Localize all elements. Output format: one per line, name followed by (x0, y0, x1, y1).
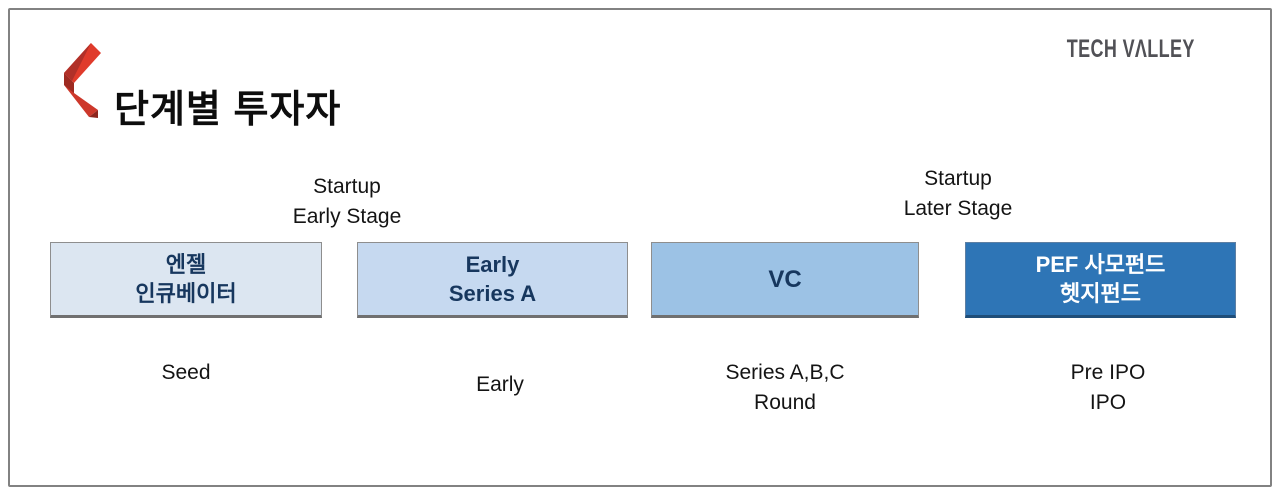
caption-line: Pre IPO (1070, 361, 1146, 384)
caption-line: IPO (1089, 391, 1127, 414)
annotation-line: Startup (313, 175, 381, 198)
caption-line: Series A,B,C (725, 361, 845, 384)
caption-line: Round (754, 391, 816, 414)
stage-box-vc: VC (651, 242, 919, 318)
stage-caption-series-abc-round: Series A,B,C Round (635, 358, 935, 418)
stage-box-label: Early (465, 252, 520, 277)
stage-box-label: 엔젤 (165, 252, 207, 277)
stage-caption-seed: Seed (36, 358, 336, 388)
red-folded-chevron-icon (64, 43, 101, 118)
stage-box-label: Series A (448, 281, 537, 306)
annotation-line: Early Stage (292, 205, 402, 228)
page-title: 단계별 투자자 (114, 89, 342, 131)
stage-box-pef-hedge-fund: PEF 사모펀드 헷지펀드 (965, 242, 1236, 318)
caption-line: Early (476, 373, 524, 396)
stage-box-label: PEF 사모펀드 (1035, 252, 1166, 277)
brand-logo-text: TECH VΛLLEY (1067, 35, 1195, 63)
stage-caption-early: Early (350, 370, 650, 400)
annotation-line: Later Stage (903, 197, 1013, 220)
annotation-startup-later-stage: Startup Later Stage (808, 164, 1108, 224)
stage-caption-pre-ipo: Pre IPO IPO (958, 358, 1258, 418)
stage-box-label: 인큐베이터 (135, 281, 237, 306)
stage-box-label: VC (768, 265, 802, 293)
stage-box-angel-incubator: 엔젤 인큐베이터 (50, 242, 322, 318)
stage-box-early-series-a: Early Series A (357, 242, 628, 318)
annotation-startup-early-stage: Startup Early Stage (197, 172, 497, 232)
annotation-line: Startup (924, 167, 992, 190)
stage-box-label: 헷지펀드 (1060, 281, 1141, 306)
caption-line: Seed (161, 361, 211, 384)
